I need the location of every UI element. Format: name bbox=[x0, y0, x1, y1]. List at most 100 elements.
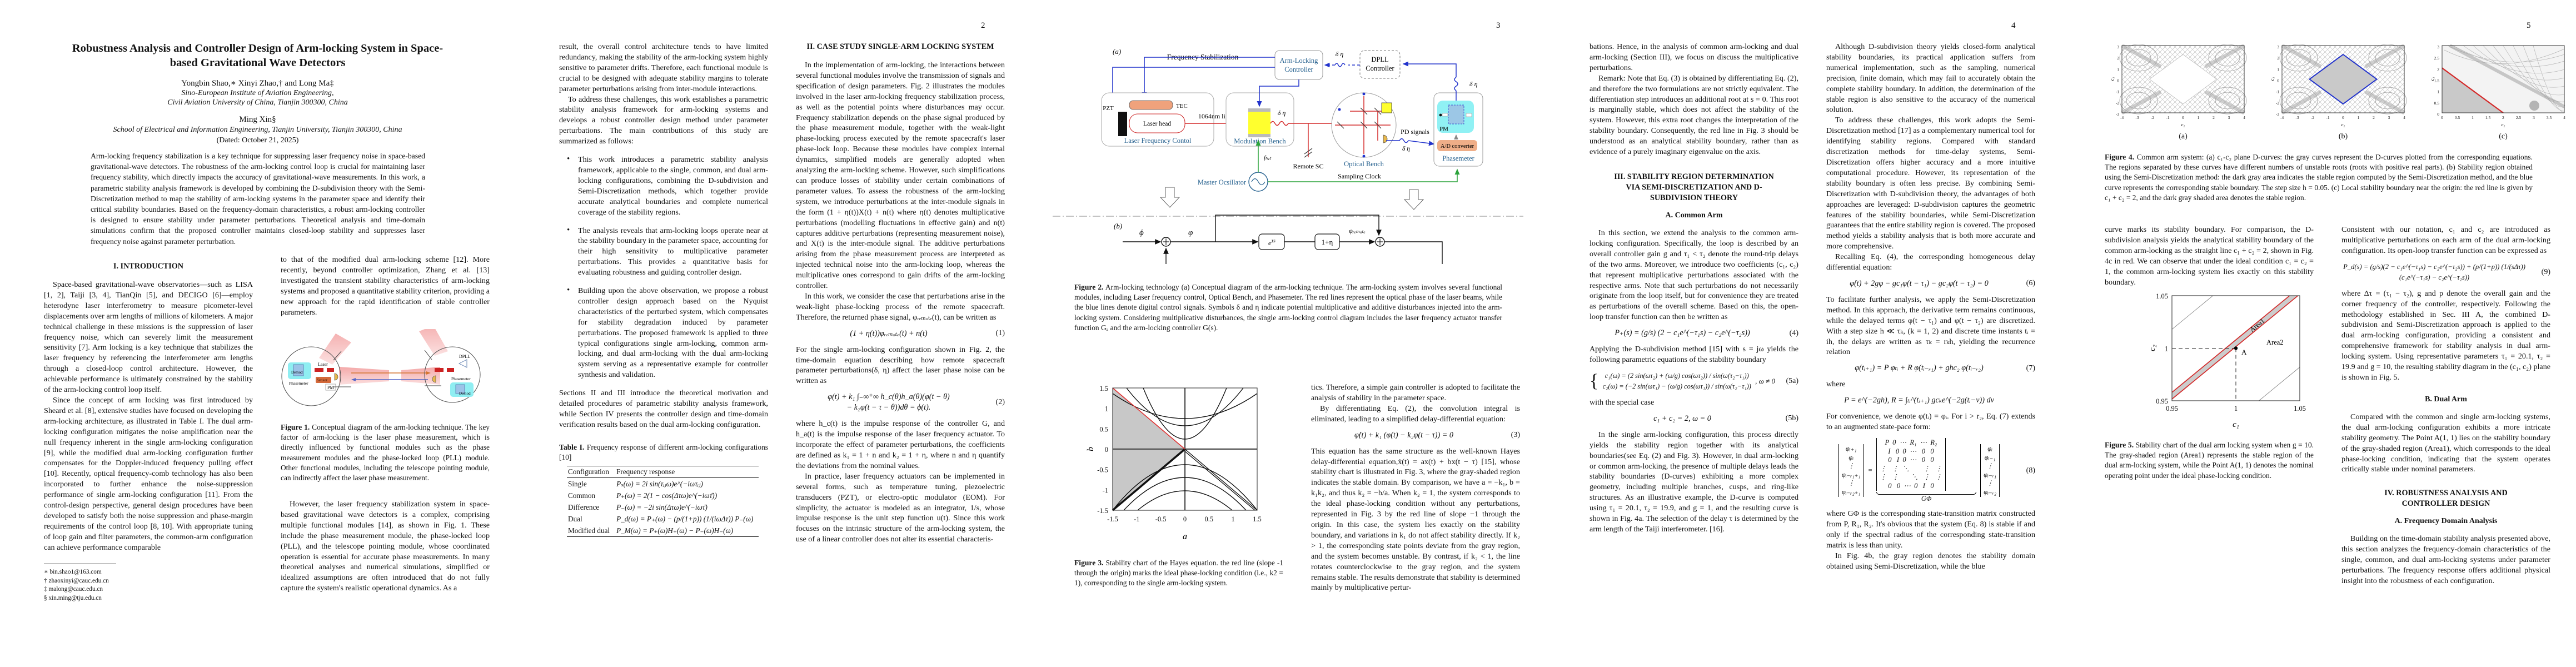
paragraph: In this work, we consider the case that … bbox=[796, 291, 1005, 322]
axis-tick-label: 1 bbox=[2234, 405, 2238, 412]
svg-text:c₁: c₁ bbox=[2109, 77, 2115, 81]
paragraph: To address these challenges, this work e… bbox=[559, 94, 768, 146]
page-4: 4 bations. Hence, in the analysis of com… bbox=[1546, 0, 2061, 667]
paragraph: result, the overall control architecture… bbox=[559, 42, 768, 93]
axis-tick-label: -2 bbox=[2276, 101, 2279, 106]
svg-text:c₂: c₂ bbox=[2341, 122, 2345, 127]
svg-text:Area2: Area2 bbox=[2266, 339, 2284, 346]
section-3-heading: III. STABILITY REGION DETERMINATION VIA … bbox=[1614, 172, 1774, 202]
svg-text:δ η: δ η bbox=[1336, 50, 1344, 58]
svg-text:A: A bbox=[2241, 348, 2247, 356]
figure-4-caption: Figure 4. Common arm system: (a) c₁-c₂ p… bbox=[2105, 153, 2533, 202]
svg-text:δ η: δ η bbox=[1278, 109, 1286, 117]
svg-text:c₁: c₁ bbox=[2269, 77, 2275, 81]
axis-tick-label: 0.95 bbox=[2156, 397, 2168, 405]
axis-tick-label: 0 bbox=[1183, 515, 1187, 523]
subsection-b-heading: B. Dual Arm bbox=[2425, 395, 2467, 404]
axis-tick-label: 1.5 bbox=[2434, 78, 2440, 83]
page-3: 3 (a) Arm-Locking Controller Frequency S… bbox=[1030, 0, 1546, 667]
axis-tick-label: 0.5 bbox=[1205, 515, 1214, 523]
axis-tick-label: 3 bbox=[2117, 44, 2119, 49]
paragraph: where Δτ = (τ₁ − τ₂), g and p denote the… bbox=[2341, 288, 2550, 382]
axis-tick-label: -2 bbox=[2116, 101, 2119, 106]
axis-tick-label: -1 bbox=[2166, 115, 2169, 120]
paragraph: To facilitate further analysis, we apply… bbox=[1826, 295, 2035, 357]
axis-tick-label: -3 bbox=[2276, 112, 2279, 117]
svg-text:eτs: eτs bbox=[1268, 238, 1275, 247]
p3-col-right: tics. Therefore, a simple gain controlle… bbox=[1311, 382, 1520, 593]
bullet-item: The analysis reveals that arm-locking lo… bbox=[559, 226, 768, 278]
footnote-4: § xin.ming@tju.edu.cn bbox=[44, 594, 102, 601]
paragraph: Building on the time-domain stability an… bbox=[2341, 534, 2550, 585]
axis-tick-label: -2 bbox=[2311, 115, 2314, 120]
svg-text:a: a bbox=[1183, 532, 1187, 541]
svg-text:δ η: δ η bbox=[1402, 146, 1410, 152]
axis-tick-label: 3.5 bbox=[2547, 115, 2552, 120]
axis-tick-label: -3 bbox=[2116, 112, 2119, 117]
axis-tick-label: 1.5 bbox=[1253, 515, 1262, 523]
axis-tick-label: -1.5 bbox=[1097, 507, 1108, 515]
axis-tick-label: 1 bbox=[2277, 67, 2279, 72]
p5-col-left: curve marks its stability boundary. For … bbox=[2105, 225, 2314, 287]
axis-tick-label: 2 bbox=[2213, 115, 2215, 120]
axis-tick-label: 0.95 bbox=[2166, 405, 2178, 412]
footnotes: ∗ bin.shao1@163.com † zhaoxinyi@cauc.edu… bbox=[44, 568, 253, 603]
svg-text:ϕ: ϕ bbox=[1139, 228, 1144, 237]
axis-tick-label: 1.5 bbox=[2485, 115, 2491, 120]
figure-4b-label: (b) bbox=[2338, 132, 2348, 141]
svg-text:PD signals: PD signals bbox=[1401, 128, 1429, 136]
figure-1-diagram: Demod Phasemeter Sensor Laser PM DPLL Ph… bbox=[281, 329, 481, 406]
paragraph: with the special case bbox=[1590, 397, 1655, 407]
paragraph: where GΦ is the corresponding state-tran… bbox=[1826, 509, 2035, 550]
figure-5-caption: Figure 5. Stability chart of the dual ar… bbox=[2105, 441, 2314, 480]
axis-tick-label: -1 bbox=[1103, 486, 1108, 494]
axis-tick-label: 3 bbox=[2388, 115, 2390, 120]
axis-tick-label: -1.5 bbox=[1107, 515, 1118, 523]
figure-2-caption: Figure 2. Arm-locking technology (a) Con… bbox=[1074, 283, 1503, 332]
subsection-a-heading: A. Common Arm bbox=[1665, 211, 1723, 220]
axis-tick-label: 1.05 bbox=[2156, 293, 2168, 300]
paragraph: to that of the modified dual arm-locking… bbox=[281, 255, 490, 317]
axis-tick-label: 1 bbox=[1105, 405, 1108, 413]
axis-tick-label: -2 bbox=[2151, 115, 2154, 120]
dated-line: (Dated: October 21, 2025) bbox=[216, 136, 299, 145]
paragraph: In this section, we extend the analysis … bbox=[1590, 228, 1798, 322]
paragraph: Since the concept of arm locking was fir… bbox=[44, 395, 253, 552]
footnote-1: ∗ bin.shao1@163.com bbox=[44, 569, 102, 575]
axis-tick-label: 2.5 bbox=[2516, 115, 2522, 120]
paragraph: For convenience, we denote φ(tᵢ) = φᵢ. F… bbox=[1826, 412, 2035, 432]
axis-tick-label: 1 bbox=[2472, 115, 2474, 120]
svg-text:Laser Frequency Contol: Laser Frequency Contol bbox=[1124, 137, 1192, 145]
p1-col-right: to that of the modified dual arm-locking… bbox=[281, 255, 490, 317]
svg-text:δ η: δ η bbox=[1469, 80, 1478, 88]
paragraph: For the single arm-locking configuration… bbox=[796, 345, 1005, 386]
page-1: Robustness Analysis and Controller Desig… bbox=[0, 0, 515, 667]
paragraph: curve marks its stability boundary. For … bbox=[2105, 225, 2314, 287]
svg-text:PM: PM bbox=[1439, 126, 1448, 132]
axis-tick-label: 1 bbox=[1232, 515, 1235, 523]
svg-text:1+η: 1+η bbox=[1322, 238, 1333, 246]
svg-text:(a): (a) bbox=[1113, 47, 1121, 56]
svg-text:(b): (b) bbox=[1114, 222, 1122, 230]
svg-text:Remote SC: Remote SC bbox=[1293, 162, 1323, 170]
paragraph: Consistent with our notation, c₁ and c₂ … bbox=[2341, 225, 2550, 255]
footnote-3: ‡ malong@cauc.edu.cn bbox=[44, 586, 103, 593]
paragraph: Applying the D-subdivision method [15] w… bbox=[1590, 345, 1798, 365]
svg-text:Demod: Demod bbox=[291, 370, 303, 375]
paragraph: This equation has the same structure as … bbox=[1311, 446, 1520, 593]
axis-tick-label: -1 bbox=[2276, 89, 2279, 94]
svg-text:Phasemeter: Phasemeter bbox=[451, 376, 471, 381]
p1-col-right-lower: However, the laser frequency stabilizati… bbox=[281, 499, 490, 594]
equation-2: φ(t) + k₁ ∫₋∞⁺∞ h_c(θ)h_a(θ)(φ(t − θ)− k… bbox=[828, 392, 1005, 412]
p4-col-left: bations. Hence, in the analysis of commo… bbox=[1590, 42, 1798, 535]
svg-text:φᵣₑₘₒₜₑ: φᵣₑₘₒₜₑ bbox=[1349, 227, 1366, 235]
svg-text:Modulation Bench: Modulation Bench bbox=[1234, 137, 1286, 145]
footnote-2: † zhaoxinyi@cauc.edu.cn bbox=[44, 577, 109, 584]
